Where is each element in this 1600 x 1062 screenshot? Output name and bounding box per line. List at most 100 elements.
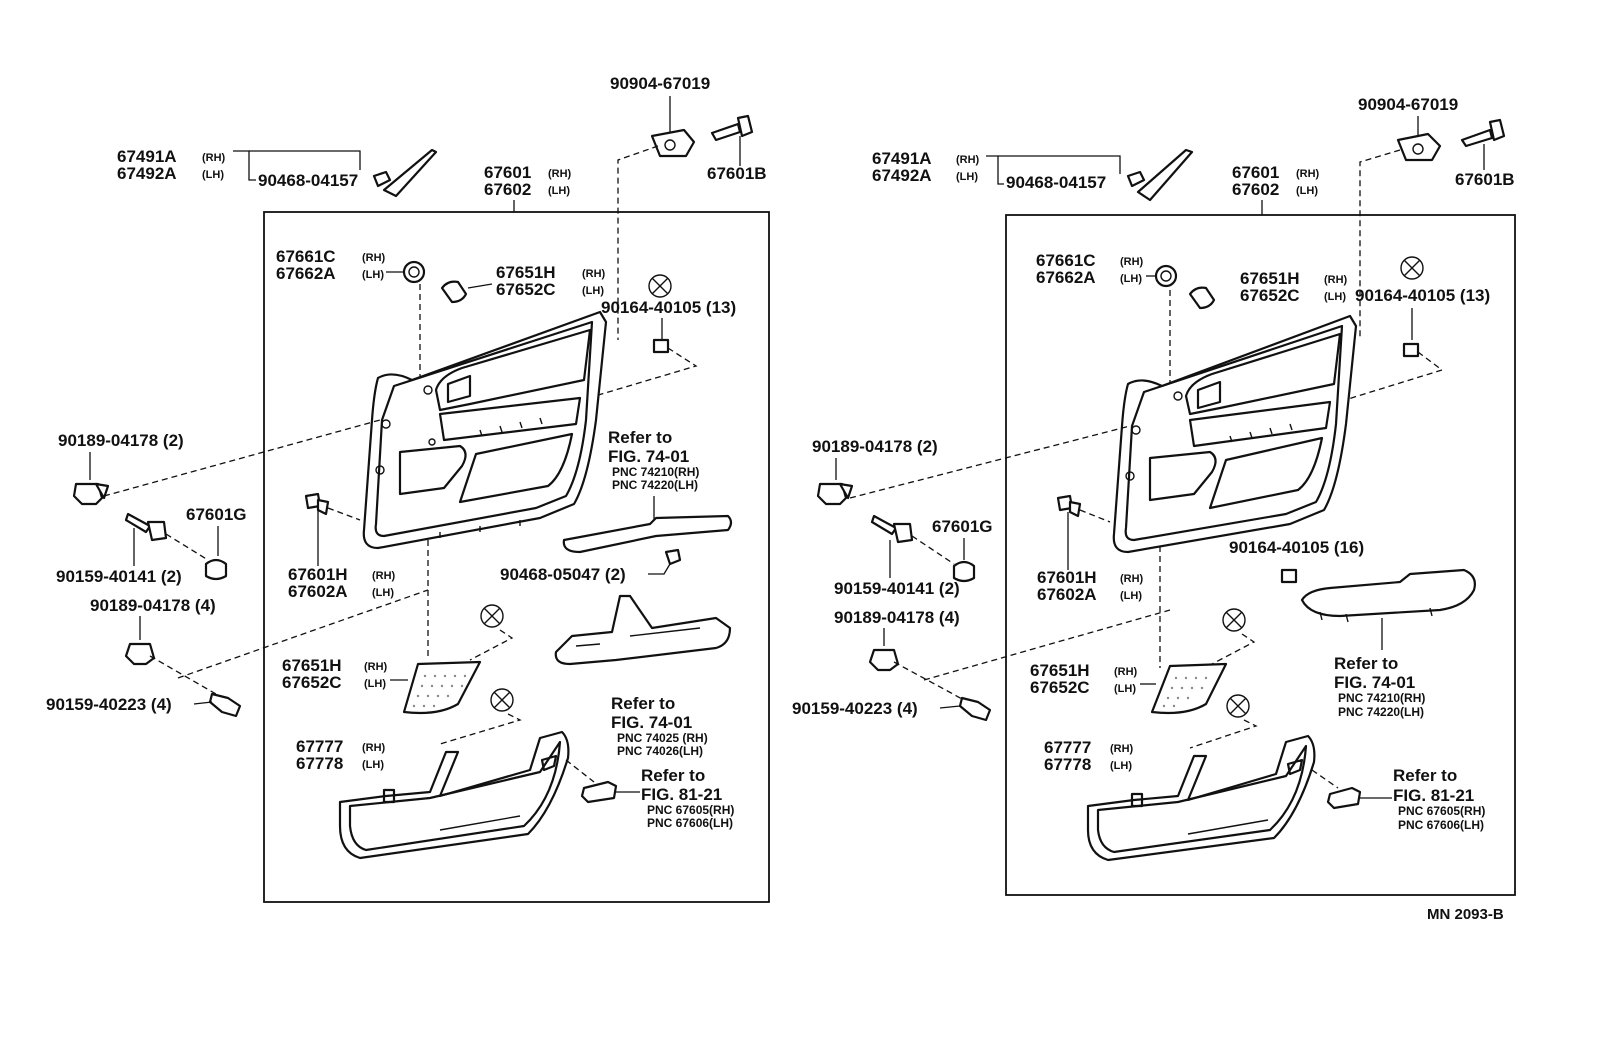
part-label-90189-04178-4: 90189-04178 (4) [90,596,216,615]
side-suffix: (RH) [1114,666,1138,678]
side-suffix: (LH) [1324,291,1346,303]
part-label-67602a: 67602A [288,582,348,601]
side-suffix: (RH) [1120,573,1144,585]
part-label-90164-40105: 90164-40105 (13) [1355,286,1490,305]
cover-part [1188,286,1216,310]
leader-line [648,563,671,575]
screw-head [1488,118,1506,142]
side-suffix: (LH) [202,169,224,181]
part-label-90164-40105: 90164-40105 (13) [601,298,736,317]
armrest-grip-part [562,514,733,554]
pnc-label: PNC 74210(RH) [612,465,699,479]
part-label-67601g: 67601G [932,517,993,536]
handle-bezel-part [1326,786,1362,810]
part-label-67651h-lower: 67651H [282,656,342,675]
side-suffix: (RH) [1324,274,1348,286]
part-label-67662a: 67662A [276,264,336,283]
fig-ref-81-21: FIG. 81-21 [1393,786,1474,805]
screw-part [958,696,992,722]
switch-base-part [554,594,732,666]
part-label-67777: 67777 [1044,738,1091,757]
side-suffix: (RH) [1110,743,1134,755]
retainer-hole [664,139,676,151]
cap-part [1154,264,1178,288]
door-pocket-part [338,730,570,860]
pnc-label: PNC 67606(LH) [647,816,733,830]
part-label-67602: 67602 [484,180,531,199]
part-label-67602a: 67602A [1037,585,1097,604]
side-suffix: (RH) [1296,168,1320,180]
guide-line [923,609,1171,681]
part-label-90189-04178-4: 90189-04178 (4) [834,608,960,627]
side-suffix: (LH) [1120,273,1142,285]
part-label-67652c-lower: 67652C [282,673,342,692]
guide-line [1311,769,1339,789]
drawing-code: MN 2093-B [1427,906,1504,923]
side-suffix: (LH) [1296,185,1318,197]
part-label-67652c: 67652C [496,280,556,299]
side-suffix: (RH) [1120,256,1144,268]
guide-line [565,759,595,783]
side-suffix: (LH) [956,171,978,183]
part-label-67661c: 67661C [276,247,336,266]
leader-line [939,705,961,709]
part-label-67652c-lower: 67652C [1030,678,1090,697]
armrest-part [1300,568,1476,618]
left-assembly: 67491A (RH) 67492A (LH) 90468-04157 9090… [46,74,770,903]
part-label-90159-40141: 90159-40141 (2) [834,579,960,598]
guide-line [165,533,209,561]
speaker-grille-part [1150,662,1228,715]
right-panel-frame [1005,214,1516,896]
side-suffix: (LH) [362,759,384,771]
screw-marker [1226,694,1250,718]
part-label-90468-05047: 90468-05047 (2) [500,565,626,584]
screw-marker [648,274,672,298]
part-label-67601: 67601 [1232,163,1279,182]
fig-ref-74-01: FIG. 74-01 [608,447,689,466]
speaker-grille-part [402,660,482,715]
part-label-67601: 67601 [484,163,531,182]
side-suffix: (RH) [364,661,388,673]
left-panel-frame [263,211,770,903]
side-suffix: (LH) [548,185,570,197]
side-suffix: (LH) [364,678,386,690]
part-label-67492a: 67492A [117,164,177,183]
clip-part [372,170,392,188]
pnc-label: PNC 67605(RH) [647,803,734,817]
part-label-67602: 67602 [1232,180,1279,199]
screw-part [1460,128,1494,148]
part-label-90159-40141: 90159-40141 (2) [56,567,182,586]
ref-label: Refer to [1334,654,1398,673]
side-suffix: (LH) [372,587,394,599]
fig-ref-74-01: FIG. 74-01 [1334,673,1415,692]
clip-part [1126,170,1146,188]
side-suffix: (RH) [956,154,980,166]
clip-part [868,648,900,672]
ref-label: Refer to [608,428,672,447]
door-pocket-part [1086,734,1316,862]
part-label-90189-04178-2: 90189-04178 (2) [812,437,938,456]
retainer-part [650,128,696,158]
side-suffix: (RH) [372,570,396,582]
switch-detail [575,627,701,647]
part-label-67492a: 67492A [872,166,932,185]
pnc-label: PNC 74025 (RH) [617,731,708,745]
screw-marker [490,688,514,712]
corner-trim-part [1136,148,1194,202]
screw-part [710,122,742,142]
guide-line [469,629,514,661]
armrest-detail [1319,607,1433,623]
leader-line [986,155,1004,185]
fig-ref-81-21: FIG. 81-21 [641,785,722,804]
clip-tab [838,482,854,500]
leader-line [467,283,493,289]
screw-part [1280,568,1298,584]
part-label-67778: 67778 [1044,755,1091,774]
grille-dots [1162,676,1208,708]
part-label-90904-67019: 90904-67019 [610,74,710,93]
part-label-67661c: 67661C [1036,251,1096,270]
guide-line [849,425,1131,499]
screw-head [316,498,330,516]
grille-dots [412,674,467,708]
side-suffix: (RH) [582,268,606,280]
